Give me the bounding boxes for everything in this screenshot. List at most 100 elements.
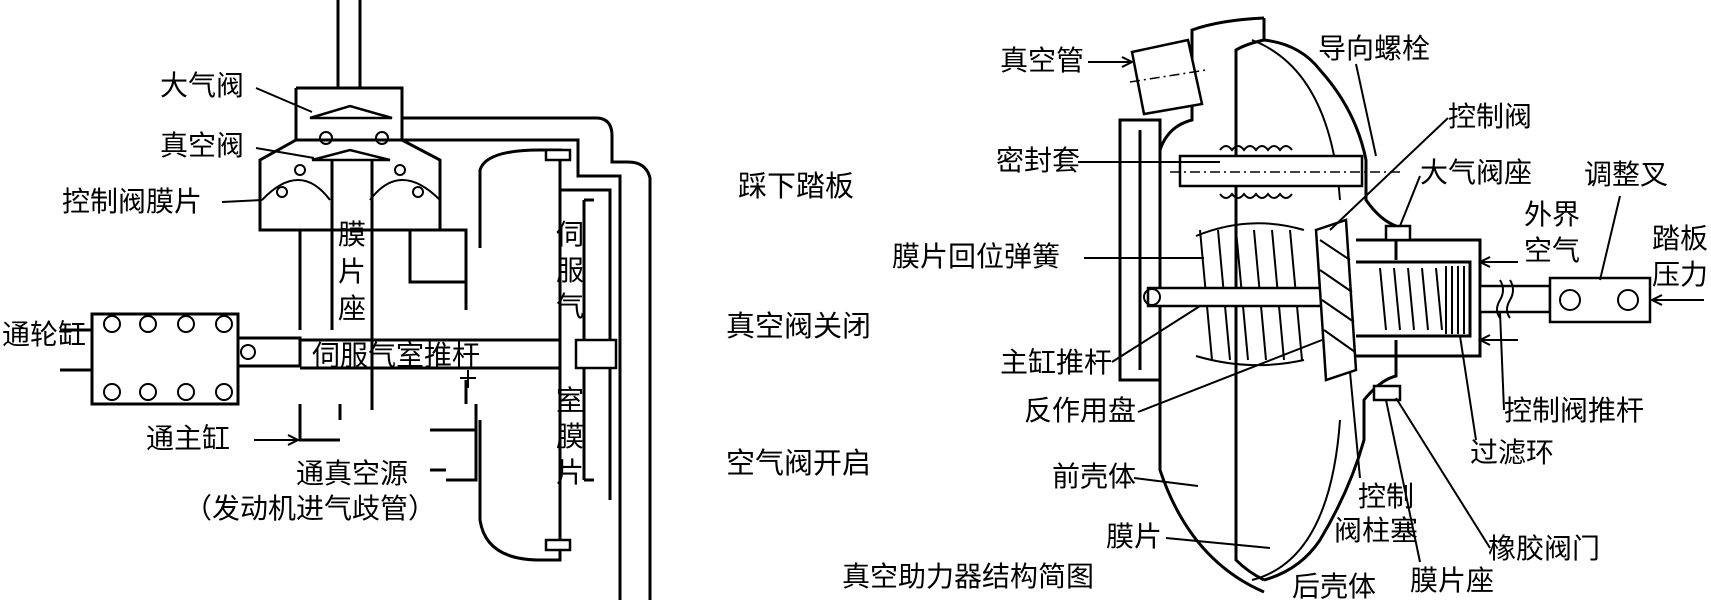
vacuum-source-pipe	[430, 380, 478, 482]
label-atmospheric-valve-seat: 大气阀座	[1420, 156, 1532, 189]
guide-bolt	[1178, 154, 1364, 188]
pedal-pressure-arrow	[1649, 294, 1704, 306]
step-press-pedal: 踩下踏板	[738, 169, 854, 203]
bolt-hole-2	[139, 315, 157, 333]
right-cross-section	[1118, 16, 1652, 594]
air-arrow-top	[1477, 256, 1518, 268]
label-rear-housing: 后壳体	[1292, 570, 1376, 603]
label-diaphragm-seat-2: 片	[338, 255, 366, 288]
leader-master-cylinder-push-rod	[1111, 305, 1201, 363]
vacuum-pipe-axis	[1129, 69, 1207, 83]
leader-adjusting-fork	[1599, 195, 1621, 281]
leader-to-master-cylinder	[254, 434, 301, 446]
air-arrow-bottom	[1477, 334, 1518, 346]
right-labels: 真空管 导向螺栓 控制阀 密封套 大气阀座 调整叉 外界 空气 踏板 压力 膜片…	[842, 32, 1708, 603]
label-control-2: 阀柱塞	[1334, 514, 1418, 547]
control-valve-push-rod	[1478, 284, 1552, 314]
label-pedal-pressure-2: 压力	[1652, 258, 1708, 291]
leader-control-valve-push-rod	[1499, 311, 1505, 411]
valve-bolt-right	[375, 131, 389, 145]
leader-filter-ring	[1459, 335, 1477, 441]
diaphragm-pivot-3	[276, 186, 288, 198]
valve-bolt-left	[319, 131, 333, 145]
label-outside-air-2: 空气	[1524, 234, 1580, 267]
label-to-master-cylinder: 通主缸	[146, 422, 230, 455]
label-reaction-disc: 反作用盘	[1024, 394, 1136, 427]
vacuum-valve	[311, 148, 391, 162]
bolt-hole-6	[139, 383, 157, 401]
check-valve	[460, 370, 476, 388]
left-labels: 大气阀 真空阀 控制阀膜片 膜 片 座 通轮缸 伺服气室推杆 通主缸 通真空源 …	[2, 69, 584, 525]
leader-control-valve-diaphragm	[221, 199, 263, 203]
label-filter-ring: 过滤环	[1470, 436, 1554, 469]
label-servo-1: 伺	[556, 218, 584, 251]
fork-hole-1	[1559, 289, 1581, 311]
wheel-cylinder-block	[90, 312, 240, 406]
filter-ring-mesh	[1445, 266, 1465, 334]
valve-housing	[294, 86, 652, 600]
leader-diaphragm-seat	[1385, 399, 1421, 563]
atmospheric-valve-seat	[1384, 224, 1412, 242]
label-control-valve: 控制阀	[1448, 100, 1532, 133]
servo-cap-bottom	[544, 538, 572, 552]
label-diaphragm-seat: 膜片座	[1410, 564, 1494, 597]
push-rod-nut-right	[1143, 288, 1161, 306]
label-chamber-2: 膜	[556, 420, 584, 453]
bolt-hole-4	[215, 315, 233, 333]
step-air-valve-open: 空气阀开启	[726, 446, 871, 480]
label-servo-push-rod: 伺服气室推杆	[312, 339, 480, 372]
label-pedal-pressure-1: 踏板	[1652, 222, 1708, 255]
bolt-hole-5	[103, 383, 121, 401]
figure-caption: 真空助力器结构简图	[842, 560, 1094, 593]
left-schematic	[60, 0, 652, 600]
diaphragm-pivot-4	[412, 186, 424, 198]
label-vacuum-pipe: 真空管	[1000, 44, 1084, 77]
push-rod-nut	[574, 338, 618, 370]
label-chamber-3: 片	[556, 456, 584, 489]
label-diaphragm-return-spring: 膜片回位弹簧	[892, 240, 1060, 273]
label-control-valve-diaphragm: 控制阀膜片	[62, 185, 202, 218]
step-vacuum-valve-closed: 真空阀关闭	[726, 309, 871, 343]
label-servo-2: 服	[556, 254, 584, 287]
leader-vacuum-pipe	[1088, 56, 1135, 68]
rubber-valve	[1372, 384, 1402, 402]
leader-diaphragm	[1165, 537, 1271, 549]
servo-push-rod	[238, 336, 562, 370]
fork-hole-2	[1617, 289, 1639, 311]
master-cylinder-push-rod	[1146, 286, 1332, 308]
leader-atmospheric-valve-seat	[1399, 175, 1421, 227]
servo-cap-top	[544, 148, 572, 162]
vacuum-passage	[408, 228, 468, 282]
label-rubber-valve: 橡胶阀门	[1488, 532, 1600, 565]
label-servo-3: 气	[556, 290, 584, 323]
push-rod-break	[1496, 279, 1514, 319]
bolt-hole-8	[215, 383, 233, 401]
reaction-disc-hatch	[1319, 239, 1356, 353]
leader-guide-bolt	[1355, 63, 1377, 157]
air-inlet-pipe	[336, 0, 362, 88]
push-rod-pin	[240, 344, 256, 360]
leader-rubber-valve	[1395, 397, 1491, 549]
mounting-bracket	[1118, 118, 1162, 382]
leader-control-plunger	[1349, 371, 1361, 479]
diaphragm-pivot-1	[294, 164, 306, 176]
wheel-cylinder-pipe	[60, 328, 92, 372]
valve-spring	[1379, 267, 1443, 331]
control-valve-diaphragm	[261, 179, 441, 201]
process-steps: 踩下踏板 真空阀关闭 空气阀开启	[726, 169, 871, 480]
leader-reaction-disc	[1137, 339, 1323, 413]
bolt-hole-7	[177, 383, 195, 401]
atmospheric-valve	[309, 104, 393, 120]
diaphragm-seat-column	[298, 160, 468, 330]
label-engine-intake: （发动机进气歧管）	[184, 492, 436, 525]
label-vacuum-valve: 真空阀	[160, 129, 244, 162]
bolt-hole-1	[103, 315, 121, 333]
servo-chamber	[478, 148, 612, 562]
label-diaphragm-seat-1: 膜	[338, 218, 366, 251]
label-guide-bolt: 导向螺栓	[1318, 32, 1430, 65]
leader-atmospheric-valve	[255, 87, 313, 113]
label-control-valve-push-rod: 控制阀推杆	[1504, 394, 1644, 427]
label-atmospheric-valve: 大气阀	[160, 69, 244, 102]
rear-housing	[1263, 38, 1398, 582]
